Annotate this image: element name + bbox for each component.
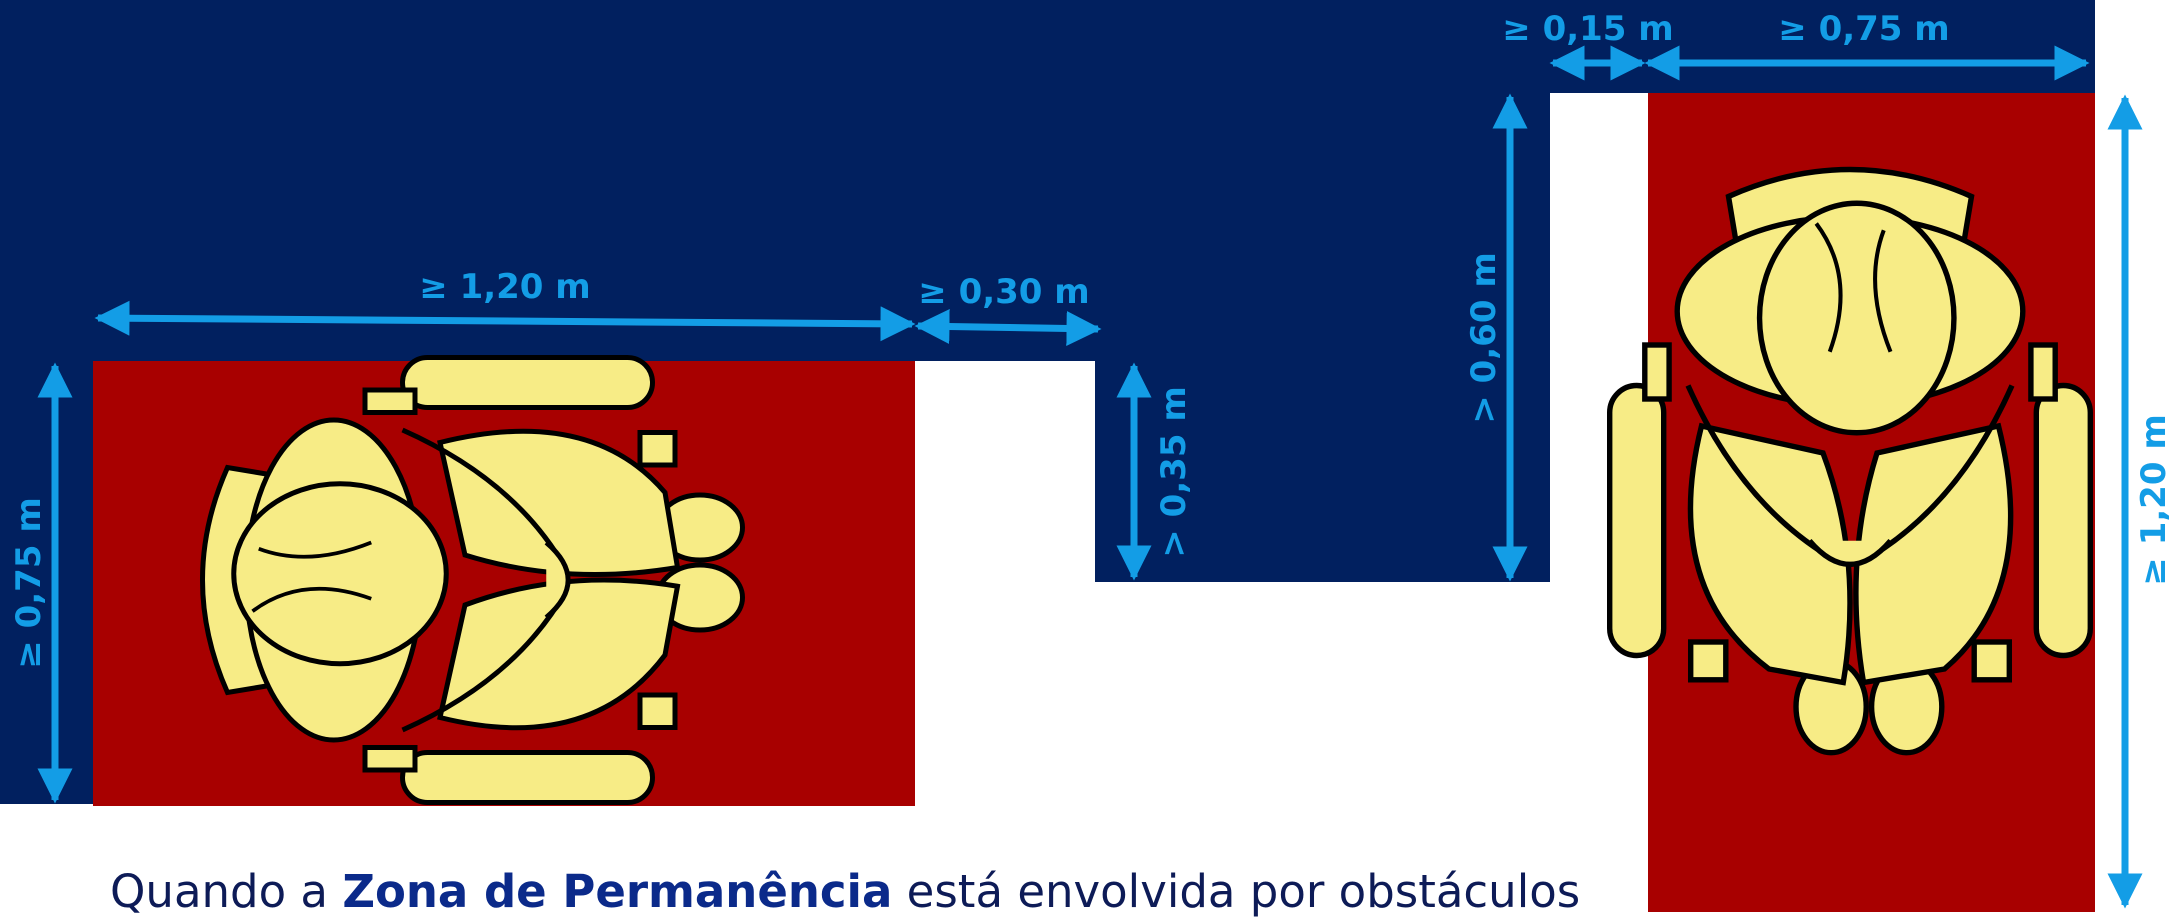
left-length-arrow	[94, 300, 916, 342]
notch-depth-label: > 0,35 m	[1154, 386, 1194, 557]
caption-suffix: está envolvida por obstáculos	[892, 865, 1581, 918]
right-length-label: ≥ 1,20 m	[2134, 414, 2169, 585]
right-depth-label: > 0,60 m	[1464, 252, 1504, 423]
right-edge-wall	[2095, 0, 2169, 93]
caption-highlight: Zona de Permanência	[342, 865, 893, 918]
right-width-label: ≥ 0,75 m	[1778, 9, 1949, 49]
caption-prefix: Quando a	[110, 865, 343, 918]
right-gap-label: ≥ 0,15 m	[1502, 9, 1673, 49]
left-width-label: ≥ 0,75 m	[9, 497, 49, 668]
left-gap-arrow	[914, 309, 1102, 346]
caption-text: Quando a Zona de Permanência está envolv…	[110, 862, 1580, 922]
left-length-label: ≥ 1,20 m	[419, 267, 590, 307]
left-gap-label: ≥ 0,30 m	[918, 272, 1089, 312]
